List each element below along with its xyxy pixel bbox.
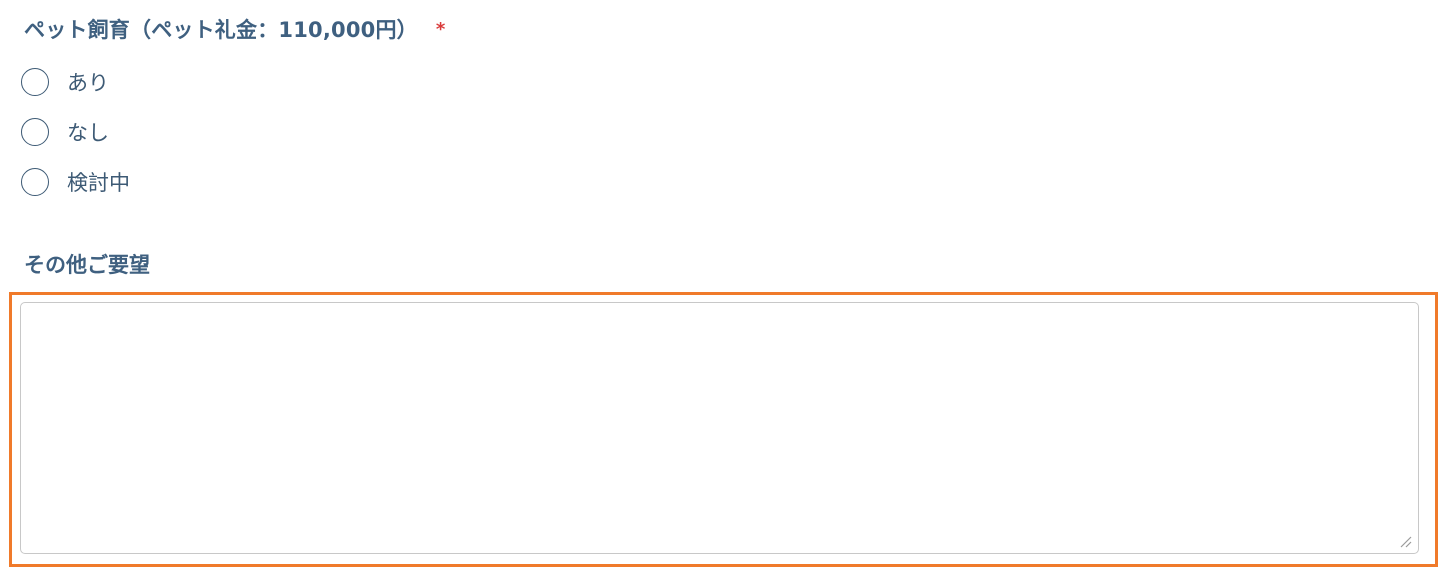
pet-question-text: ペット飼育（ペット礼金：110,000円） — [24, 18, 418, 42]
resize-handle-icon[interactable] — [1398, 534, 1412, 548]
pet-option-considering-label: 検討中 — [67, 171, 130, 195]
other-requests-label: その他ご要望 — [24, 253, 150, 277]
pet-option-no-label: なし — [67, 121, 109, 145]
pet-question-label: ペット飼育（ペット礼金：110,000円） * — [24, 14, 445, 44]
pet-option-yes[interactable]: あり — [21, 66, 109, 98]
textarea-highlight-frame — [9, 292, 1438, 567]
pet-option-yes-label: あり — [67, 71, 109, 95]
radio-button-yes[interactable] — [21, 68, 49, 96]
required-mark: * — [435, 19, 446, 40]
radio-button-considering[interactable] — [21, 168, 49, 196]
other-requests-textarea[interactable] — [20, 302, 1419, 554]
pet-option-considering[interactable]: 検討中 — [21, 166, 130, 198]
pet-option-no[interactable]: なし — [21, 116, 109, 148]
radio-button-no[interactable] — [21, 118, 49, 146]
